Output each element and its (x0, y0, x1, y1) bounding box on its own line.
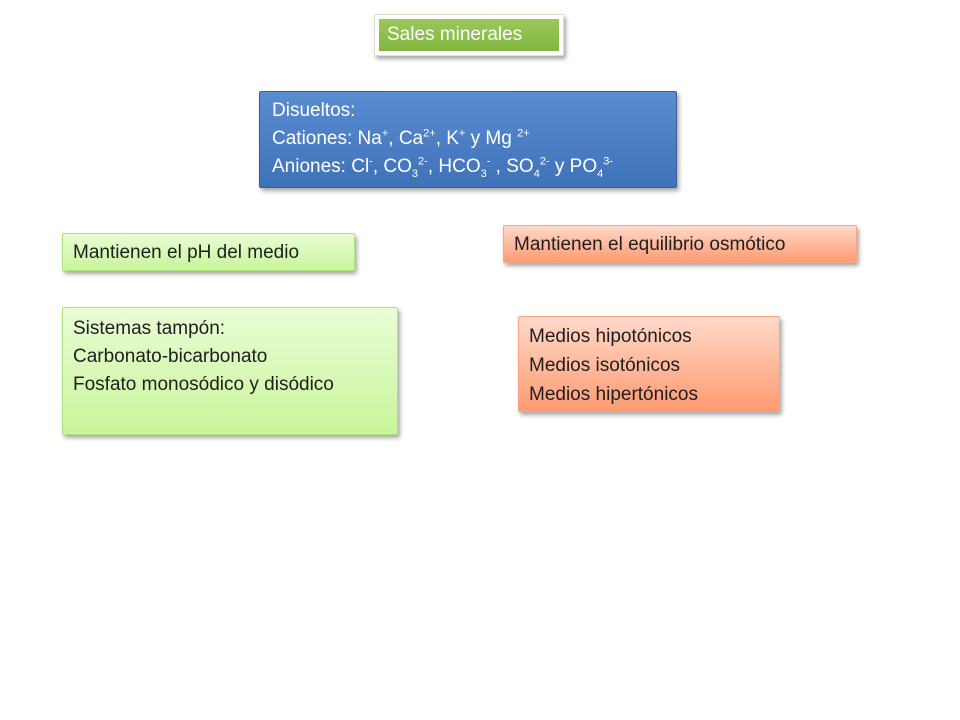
buffer-systems-box: Sistemas tampón: Carbonato-bicarbonato F… (62, 307, 398, 435)
media-item: Medios isotónicos (529, 355, 681, 376)
ph-label: Mantienen el pH del medio (73, 242, 300, 263)
buffer-item: Carbonato-bicarbonato (73, 346, 268, 367)
osmotic-label: Mantienen el equilibrio osmótico (514, 234, 786, 255)
dissolved-ions-box: Disueltos: Cationes: Na+, Ca2+, K+ y Mg … (259, 91, 677, 188)
dissolved-heading: Disueltos: (272, 100, 356, 121)
media-item: Medios hipotónicos (529, 326, 692, 347)
media-types-box: Medios hipotónicos Medios isotónicos Med… (518, 316, 780, 412)
media-item: Medios hipertónicos (529, 384, 698, 405)
cations-line: Cationes: Na+, Ca2+, K+ y Mg 2+ (272, 127, 530, 149)
ph-regulation-box: Mantienen el pH del medio (62, 233, 355, 271)
osmotic-balance-box: Mantienen el equilibrio osmótico (503, 225, 857, 263)
buffer-item: Fosfato monosódico y disódico (73, 374, 334, 395)
anions-line: Aniones: Cl-, CO32-, HCO3- , SO42- y PO4… (272, 155, 614, 180)
title-text: Sales minerales (379, 19, 559, 51)
title-box: Sales minerales (374, 14, 564, 56)
buffer-heading: Sistemas tampón: (73, 318, 226, 339)
